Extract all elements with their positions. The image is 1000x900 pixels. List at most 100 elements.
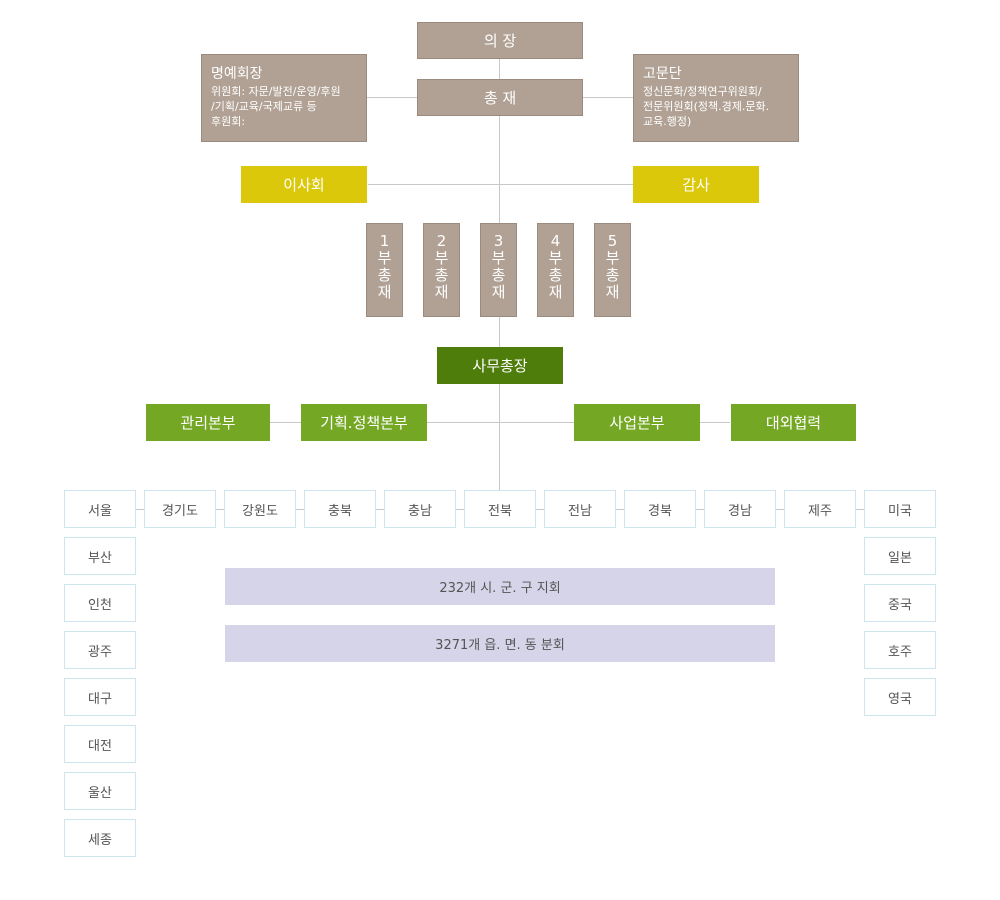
region-cell: 충남: [384, 490, 456, 528]
region-cell: 호주: [864, 631, 936, 669]
vp-char: 재: [548, 283, 563, 301]
region-label: 전북: [488, 503, 512, 519]
region-cell: 경남: [704, 490, 776, 528]
region-label: 인천: [88, 597, 112, 613]
vice-president-box-1: 1 부 총 재: [366, 223, 403, 317]
honorary-line: 후원회:: [211, 115, 246, 128]
advisory-line: 전문위원회(정책.경제.문화.: [643, 100, 770, 113]
vp-char: 부: [491, 249, 506, 267]
vp-char: 총: [548, 266, 563, 284]
vp-char: 3: [493, 232, 504, 250]
vp-char: 재: [491, 283, 506, 301]
region-label: 제주: [808, 503, 832, 519]
vp-char: 재: [605, 283, 620, 301]
connector-line: [270, 422, 730, 423]
vp-char: 1: [379, 232, 390, 250]
vp-char: 부: [434, 249, 449, 267]
honorary-title: 명예회장: [211, 66, 263, 82]
region-label: 호주: [888, 644, 912, 660]
honorary-chairman-box: 명예회장 위원회: 자문/발전/운영/후원 /기획/교육/국제교류 등 후원회:: [201, 54, 367, 142]
region-label: 충북: [328, 503, 352, 519]
vice-president-box-4: 4 부 총 재: [537, 223, 574, 317]
hq-management-box: 관리본부: [146, 404, 270, 441]
region-label: 강원도: [242, 503, 278, 519]
region-label: 세종: [88, 832, 112, 848]
honorary-line: /기획/교육/국제교류 등: [211, 100, 317, 113]
vp-char: 부: [605, 249, 620, 267]
region-cell: 세종: [64, 819, 136, 857]
region-label: 서울: [88, 503, 112, 519]
vp-char: 총: [605, 266, 620, 284]
region-cell: 인천: [64, 584, 136, 622]
advisory-line: 교육.행정): [643, 115, 692, 128]
region-cell: 대구: [64, 678, 136, 716]
branch-band-chapters: 232개 시. 군. 구 지회: [225, 568, 775, 605]
region-label: 울산: [88, 785, 112, 801]
hq-planning-policy-box: 기획.정책본부: [301, 404, 427, 441]
president-box: 총 재: [417, 79, 583, 116]
region-cell: 경기도: [144, 490, 216, 528]
vp-char: 부: [548, 249, 563, 267]
audit-box: 감사: [633, 166, 759, 203]
region-cell: 부산: [64, 537, 136, 575]
vp-char: 재: [377, 283, 392, 301]
region-label: 일본: [888, 550, 912, 566]
vp-char: 총: [491, 266, 506, 284]
hq-label: 대외협력: [765, 414, 822, 432]
region-label: 전남: [568, 503, 592, 519]
honorary-line: 위원회: 자문/발전/운영/후원: [211, 85, 341, 98]
region-cell: 전북: [464, 490, 536, 528]
region-label: 경기도: [162, 503, 198, 519]
vp-char: 재: [434, 283, 449, 301]
vp-char: 총: [377, 266, 392, 284]
region-label: 경남: [728, 503, 752, 519]
advisory-board-box: 고문단 정신문화/정책연구위원회/ 전문위원회(정책.경제.문화. 교육.행정): [633, 54, 799, 142]
vp-char: 2: [436, 232, 447, 250]
vp-char: 총: [434, 266, 449, 284]
branch-label: 232개 시. 군. 구 지회: [439, 581, 561, 596]
branch-label: 3271개 읍. 면. 동 분회: [435, 638, 565, 653]
hq-label: 사업본부: [609, 414, 665, 432]
vp-char: 4: [550, 232, 561, 250]
branch-band-subchapters: 3271개 읍. 면. 동 분회: [225, 625, 775, 662]
chairman-label: 의 장: [483, 32, 517, 50]
region-label: 충남: [408, 503, 432, 519]
hq-business-box: 사업본부: [574, 404, 700, 441]
region-cell: 충북: [304, 490, 376, 528]
vice-president-box-2: 2 부 총 재: [423, 223, 460, 317]
region-cell: 경북: [624, 490, 696, 528]
audit-label: 감사: [682, 176, 710, 194]
vice-president-box-3: 3 부 총 재: [480, 223, 517, 317]
region-cell: 영국: [864, 678, 936, 716]
region-label: 영국: [888, 691, 912, 707]
region-cell: 강원도: [224, 490, 296, 528]
region-label: 부산: [88, 550, 112, 566]
advisory-title: 고문단: [643, 66, 682, 82]
advisory-line: 정신문화/정책연구위원회/: [643, 85, 762, 98]
region-label: 대전: [88, 738, 112, 754]
vp-char: 5: [607, 232, 618, 250]
chairman-box: 의 장: [417, 22, 583, 59]
region-cell: 미국: [864, 490, 936, 528]
board-of-directors-box: 이사회: [241, 166, 367, 203]
region-cell: 광주: [64, 631, 136, 669]
vice-president-box-5: 5 부 총 재: [594, 223, 631, 317]
secretary-general-box: 사무총장: [437, 347, 563, 384]
secretary-general-label: 사무총장: [472, 357, 528, 375]
region-label: 미국: [888, 503, 912, 519]
hq-external-cooperation-box: 대외협력: [731, 404, 856, 441]
region-cell: 일본: [864, 537, 936, 575]
board-label: 이사회: [283, 176, 325, 194]
region-label: 대구: [88, 691, 112, 707]
hq-label: 관리본부: [180, 414, 236, 432]
region-cell: 서울: [64, 490, 136, 528]
region-cell: 전남: [544, 490, 616, 528]
region-cell: 대전: [64, 725, 136, 763]
region-cell: 중국: [864, 584, 936, 622]
president-label: 총 재: [483, 89, 517, 107]
region-label: 중국: [888, 597, 912, 613]
connector-line: [368, 184, 633, 185]
region-label: 경북: [648, 503, 672, 519]
region-cell: 울산: [64, 772, 136, 810]
region-label: 광주: [88, 644, 112, 660]
